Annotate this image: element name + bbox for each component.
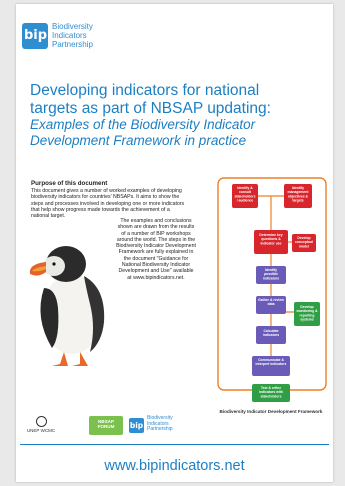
unep-wcmc-logo: UNEP WCMC	[26, 416, 56, 433]
nbsap-forum-logo: NBSAP FORUM	[89, 416, 123, 435]
bip-logo-text: Biodiversity Indicators Partnership	[52, 22, 93, 49]
box-possible-indicators	[256, 266, 286, 284]
logo-line-1: Biodiversity	[52, 22, 93, 31]
purpose-heading: Purpose of this document	[31, 180, 108, 187]
unep-wcmc-text: UNEP WCMC	[26, 428, 56, 433]
purpose-paragraph-2: The examples and conclusions shown are d…	[116, 218, 196, 281]
title-line-2: targets as part of NBSAP updating:	[30, 99, 271, 117]
box-test-refine	[252, 384, 290, 402]
logo-line-3: Partnership	[52, 40, 93, 49]
bip-small-line-3: Partnership	[147, 426, 173, 433]
un-emblem-icon	[35, 416, 47, 427]
box-calculate-indicators	[256, 326, 286, 344]
bip-small-line-1: Biodiversity	[147, 415, 173, 421]
document-page: bip Biodiversity Indicators Partnership …	[16, 4, 333, 482]
document-subtitle: Examples of the Biodiversity Indicator D…	[30, 117, 330, 149]
framework-caption: Biodiversity Indicator Development Frame…	[219, 409, 323, 414]
box-communicate	[252, 356, 290, 376]
footer-website-link[interactable]: www.bipindicators.net	[104, 458, 245, 474]
bip-logo-mark: bip	[22, 23, 48, 49]
bip-small-line-2: Indicators	[147, 420, 169, 427]
purpose-paragraph-1: This document gives a number of worked e…	[31, 188, 185, 220]
bip-logo: bip Biodiversity Indicators Partnership	[22, 21, 142, 55]
puffin-illustration	[29, 246, 105, 366]
box-identify-objectives	[284, 184, 312, 208]
subtitle-line-2: Development Framework in practice	[30, 133, 247, 148]
document-title: Developing indicators for national targe…	[30, 82, 330, 117]
logo-line-2: Indicators	[52, 31, 87, 40]
subtitle-line-1: Examples of the Biodiversity Indicator	[30, 117, 256, 132]
box-gather-data	[256, 296, 286, 314]
partner-logos: UNEP WCMC NBSAP FORUM bip Biodiversity I…	[26, 415, 216, 436]
bip-logo-mark-text: bip	[24, 28, 48, 43]
footer-divider	[20, 444, 329, 445]
bip-small-logo: bip Biodiversity Indicators Partnership	[129, 415, 189, 436]
nbsap-forum-text: NBSAP FORUM	[97, 419, 115, 429]
box-monitoring-systems	[294, 302, 320, 326]
box-key-questions	[254, 230, 288, 254]
box-identify-stakeholders	[232, 184, 258, 208]
bip-small-text: Biodiversity Indicators Partnership	[147, 415, 173, 433]
title-line-1: Developing indicators for national	[30, 82, 260, 99]
bip-small-mark: bip	[129, 418, 144, 433]
label-communicate: Communicate &interpret indicators	[256, 358, 287, 366]
box-conceptual-model	[292, 234, 316, 252]
